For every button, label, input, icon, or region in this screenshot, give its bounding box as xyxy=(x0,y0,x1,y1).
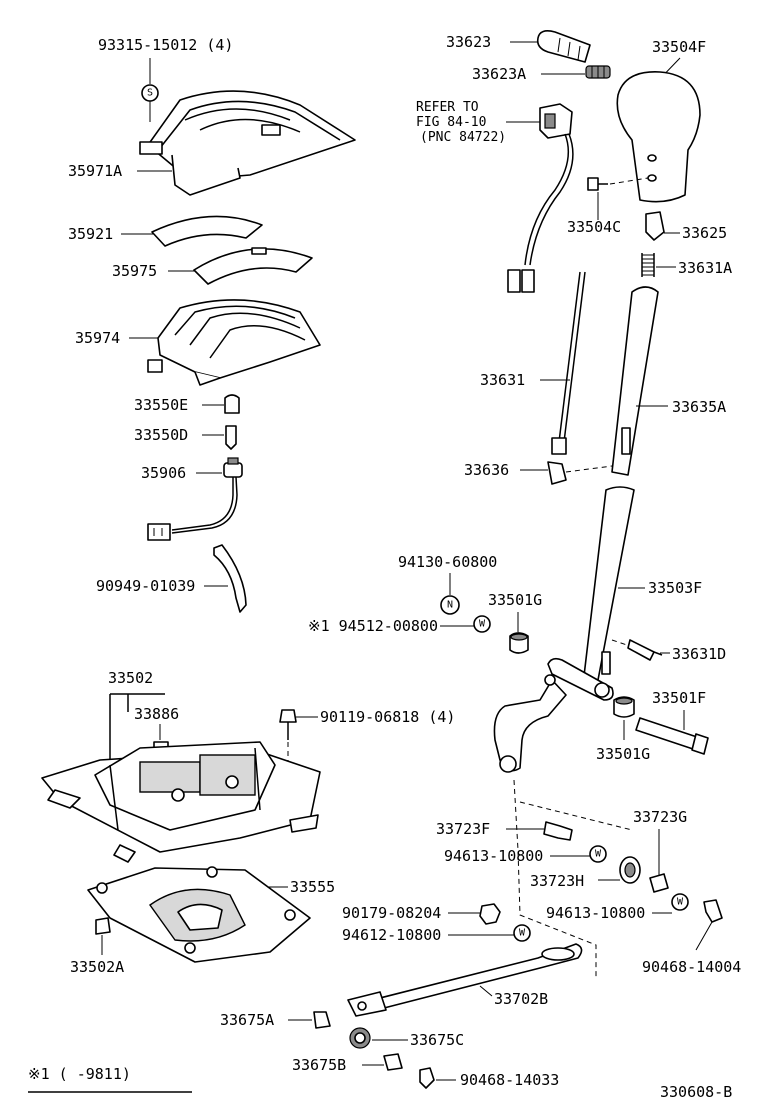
label-33723f[interactable]: 33723F xyxy=(436,820,490,838)
bushing-33501g-top[interactable] xyxy=(509,632,529,654)
label-33675c[interactable]: 33675C xyxy=(410,1031,464,1049)
svg-text:S: S xyxy=(147,88,153,99)
label-33501g-bottom[interactable]: 33501G xyxy=(596,745,650,763)
label-35921[interactable]: 35921 xyxy=(68,225,113,243)
label-94512-00800[interactable]: ※1 94512-00800 xyxy=(308,617,438,635)
svg-text:W: W xyxy=(479,619,486,630)
shift-knob-33504f[interactable] xyxy=(616,71,701,203)
bulb-33550d[interactable] xyxy=(225,425,237,450)
spring-33631a[interactable] xyxy=(641,253,655,277)
label-33502a[interactable]: 33502A xyxy=(70,958,124,976)
boot-plate-33555[interactable] xyxy=(87,866,311,963)
label-33623[interactable]: 33623 xyxy=(446,33,491,51)
rod-33702b[interactable] xyxy=(347,943,583,1017)
collar-33723g[interactable] xyxy=(649,873,669,893)
knob-button-33623[interactable] xyxy=(536,30,591,63)
label-33625[interactable]: 33625 xyxy=(682,224,727,242)
svg-text:N: N xyxy=(447,600,453,611)
label-33635a[interactable]: 33635A xyxy=(672,398,726,416)
pin-33723f[interactable] xyxy=(543,821,573,841)
label-33555[interactable]: 33555 xyxy=(290,878,335,896)
label-33623a[interactable]: 33623A xyxy=(472,65,526,83)
label-94613-10800-b[interactable]: 94613-10800 xyxy=(546,904,645,922)
socket-35906[interactable] xyxy=(147,457,243,541)
rod-33631[interactable] xyxy=(551,271,586,455)
svg-text:W: W xyxy=(595,849,602,860)
washer-w-icon-94612[interactable]: W xyxy=(513,924,531,942)
switch-connector[interactable] xyxy=(507,103,574,293)
washer-w-icon-94512[interactable]: W xyxy=(473,615,491,633)
label-90179-08204[interactable]: 90179-08204 xyxy=(342,904,441,922)
label-90119-06818[interactable]: 90119-06818 (4) xyxy=(320,708,455,726)
label-33675b[interactable]: 33675B xyxy=(292,1056,346,1074)
indicator-housing-35974[interactable] xyxy=(147,299,321,386)
label-33502[interactable]: 33502 xyxy=(108,669,153,687)
washer-w-icon-94613-a[interactable]: W xyxy=(589,845,607,863)
label-33550d[interactable]: 33550D xyxy=(134,426,188,444)
svg-text:W: W xyxy=(677,897,684,908)
label-33501f[interactable]: 33501F xyxy=(652,689,706,707)
diagram-id: 330608-B xyxy=(660,1083,732,1101)
label-33504c[interactable]: 33504C xyxy=(567,218,621,236)
label-33631a[interactable]: 33631A xyxy=(678,259,732,277)
nut-33502a[interactable] xyxy=(95,917,111,935)
label-94130-60800[interactable]: 94130-60800 xyxy=(398,553,497,571)
label-33702b[interactable]: 33702B xyxy=(494,990,548,1008)
label-35975[interactable]: 35975 xyxy=(112,262,157,280)
collar-33675b[interactable] xyxy=(383,1053,403,1071)
nut-n-icon[interactable]: N xyxy=(440,595,460,615)
label-94613-10800-a[interactable]: 94613-10800 xyxy=(444,847,543,865)
bolt-90119[interactable] xyxy=(279,709,297,740)
label-94612-10800[interactable]: 94612-10800 xyxy=(342,926,441,944)
label-33504f[interactable]: 33504F xyxy=(652,38,706,56)
washer-s-icon: S xyxy=(141,84,159,102)
label-90468-14004[interactable]: 90468-14004 xyxy=(642,958,741,976)
clip-90468-14033[interactable] xyxy=(419,1067,435,1089)
washer-w-icon-94613-b[interactable]: W xyxy=(671,893,689,911)
refer-note-line1: REFER TO xyxy=(416,100,479,115)
label-33503f[interactable]: 33503F xyxy=(648,579,702,597)
refer-note-line2: FIG 84-10 xyxy=(416,115,486,130)
bolt-33675a[interactable] xyxy=(313,1011,331,1029)
label-35906[interactable]: 35906 xyxy=(141,464,186,482)
bulb-33550e[interactable] xyxy=(224,394,240,414)
refer-note-line3: (PNC 84722) xyxy=(420,130,506,145)
pin-33631d[interactable] xyxy=(627,639,663,661)
label-90468-14033[interactable]: 90468-14033 xyxy=(460,1071,559,1089)
label-33501g-top[interactable]: 33501G xyxy=(488,591,542,609)
bushing-33675c[interactable] xyxy=(349,1027,371,1049)
grommet-33723h[interactable] xyxy=(619,856,641,884)
footnote-9811: ※1 ( -9811) xyxy=(28,1065,131,1083)
spring-33623a[interactable] xyxy=(585,65,611,79)
label-33631[interactable]: 33631 xyxy=(480,371,525,389)
label-33636[interactable]: 33636 xyxy=(464,461,509,479)
clip-90468-14004[interactable] xyxy=(703,899,723,923)
rod-33635a[interactable] xyxy=(611,286,659,476)
svg-text:W: W xyxy=(519,928,526,939)
bolt-33501f[interactable] xyxy=(635,717,709,755)
console-cover-35971a[interactable] xyxy=(139,90,356,196)
plate-35975[interactable] xyxy=(193,248,313,285)
label-35971a[interactable]: 35971A xyxy=(68,162,122,180)
shift-base-33502[interactable] xyxy=(41,741,321,863)
label-33550e[interactable]: 33550E xyxy=(134,396,188,414)
label-33723g[interactable]: 33723G xyxy=(633,808,687,826)
label-93315-15012[interactable]: 93315-15012 (4) xyxy=(98,36,233,54)
clip-33625[interactable] xyxy=(645,211,665,241)
label-90949-01039[interactable]: 90949-01039 xyxy=(96,577,195,595)
label-33631d[interactable]: 33631D xyxy=(672,645,726,663)
label-33723h[interactable]: 33723H xyxy=(530,872,584,890)
nut-90179[interactable] xyxy=(479,903,501,925)
label-35974[interactable]: 35974 xyxy=(75,329,120,347)
clip-90949[interactable] xyxy=(213,544,247,613)
screw-33504c[interactable] xyxy=(587,177,608,191)
plate-35921[interactable] xyxy=(151,215,263,247)
bushing-33501g-bottom[interactable] xyxy=(613,696,635,718)
label-33675a[interactable]: 33675A xyxy=(220,1011,274,1029)
shift-lever-33503f[interactable] xyxy=(493,486,635,773)
clip-33636[interactable] xyxy=(547,461,567,485)
label-33886[interactable]: 33886 xyxy=(134,705,179,723)
